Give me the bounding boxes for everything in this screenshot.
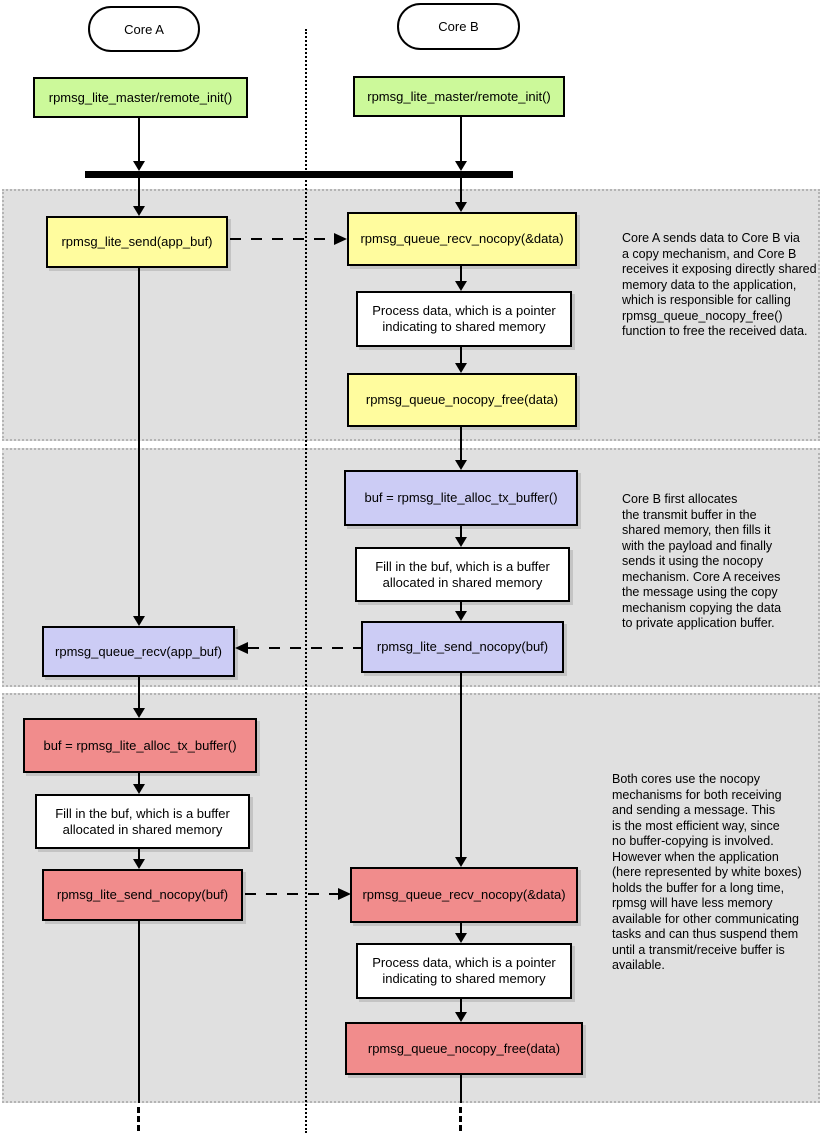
core-separator-line [305,29,307,1133]
message-arrow-s1 [230,238,334,240]
annotation-section-2: Core B first allocates the transmit buff… [622,492,782,630]
lifeline-b-continuation [459,1107,462,1131]
core-b-label: Core B [438,19,479,34]
arrowhead-right [338,888,351,900]
arrowhead-down [455,161,467,171]
arrowhead-down [455,363,467,373]
lifeline-b [460,427,462,460]
lifeline-a [138,773,140,784]
lifeline-b [460,673,462,857]
arrowhead-left [235,642,248,654]
node-s3-process-data-b: Process data, which is a pointer indicat… [356,943,572,999]
lane-header-core-b: Core B [397,3,520,50]
arrowhead-down [455,281,467,291]
arrowhead-down [455,460,467,470]
node-s3-nocopy-free-b: rpmsg_queue_nocopy_free(data) [345,1022,583,1075]
arrowhead-down [455,611,467,621]
lifeline-b [460,602,462,611]
lifeline-b [460,1075,462,1103]
lane-header-core-a: Core A [88,6,200,52]
arrowhead-down [133,859,145,869]
node-init-core-b: rpmsg_lite_master/remote_init() [353,76,565,117]
sync-bar [85,171,513,178]
node-s3-send-nocopy-a: rpmsg_lite_send_nocopy(buf) [42,869,243,921]
lifeline-a [138,849,140,859]
node-s1-queue-recv-nocopy-b: rpmsg_queue_recv_nocopy(&data) [347,212,577,266]
node-s3-fill-buf-a: Fill in the buf, which is a buffer alloc… [35,794,250,849]
lifeline-a [138,268,140,616]
lifeline-a-continuation [137,1107,140,1131]
node-s2-fill-buf-b: Fill in the buf, which is a buffer alloc… [355,547,570,602]
message-arrow-s3 [245,893,338,895]
arrowhead-down [133,616,145,626]
lifeline-b [460,347,462,363]
node-s2-queue-recv-a: rpmsg_queue_recv(app_buf) [42,626,235,677]
arrowhead-down [455,933,467,943]
lifeline-b [460,117,462,161]
lifeline-a [138,178,140,206]
lifeline-b [460,178,462,202]
arrowhead-right [334,233,347,245]
node-s1-process-data-b: Process data, which is a pointer indicat… [356,291,572,347]
core-a-label: Core A [124,21,164,37]
node-init-core-a: rpmsg_lite_master/remote_init() [33,77,248,118]
lifeline-a [138,921,140,1103]
node-s1-nocopy-free-b: rpmsg_queue_nocopy_free(data) [347,373,577,427]
node-s1-lite-send-a: rpmsg_lite_send(app_buf) [46,216,228,268]
message-arrow-s2 [248,647,361,649]
node-s3-queue-recv-nocopy-b: rpmsg_queue_recv_nocopy(&data) [350,867,578,923]
node-s2-alloc-tx-buffer-b: buf = rpmsg_lite_alloc_tx_buffer() [344,470,578,526]
annotation-section-3: Both cores use the nocopy mechanisms for… [612,772,802,972]
arrowhead-down [133,161,145,171]
arrowhead-down [133,784,145,794]
lifeline-a [138,118,140,161]
lifeline-b [460,999,462,1012]
lifeline-b [460,526,462,537]
arrowhead-down [455,202,467,212]
node-s2-send-nocopy-b: rpmsg_lite_send_nocopy(buf) [361,621,564,673]
arrowhead-down [133,708,145,718]
arrowhead-down [133,206,145,216]
arrowhead-down [455,1012,467,1022]
node-s3-alloc-tx-buffer-a: buf = rpmsg_lite_alloc_tx_buffer() [23,718,257,773]
arrowhead-down [455,857,467,867]
annotation-section-1: Core A sends data to Core B via a copy m… [622,231,817,338]
lifeline-b [460,266,462,281]
lifeline-b [460,923,462,933]
arrowhead-down [455,537,467,547]
lifeline-a [138,677,140,708]
